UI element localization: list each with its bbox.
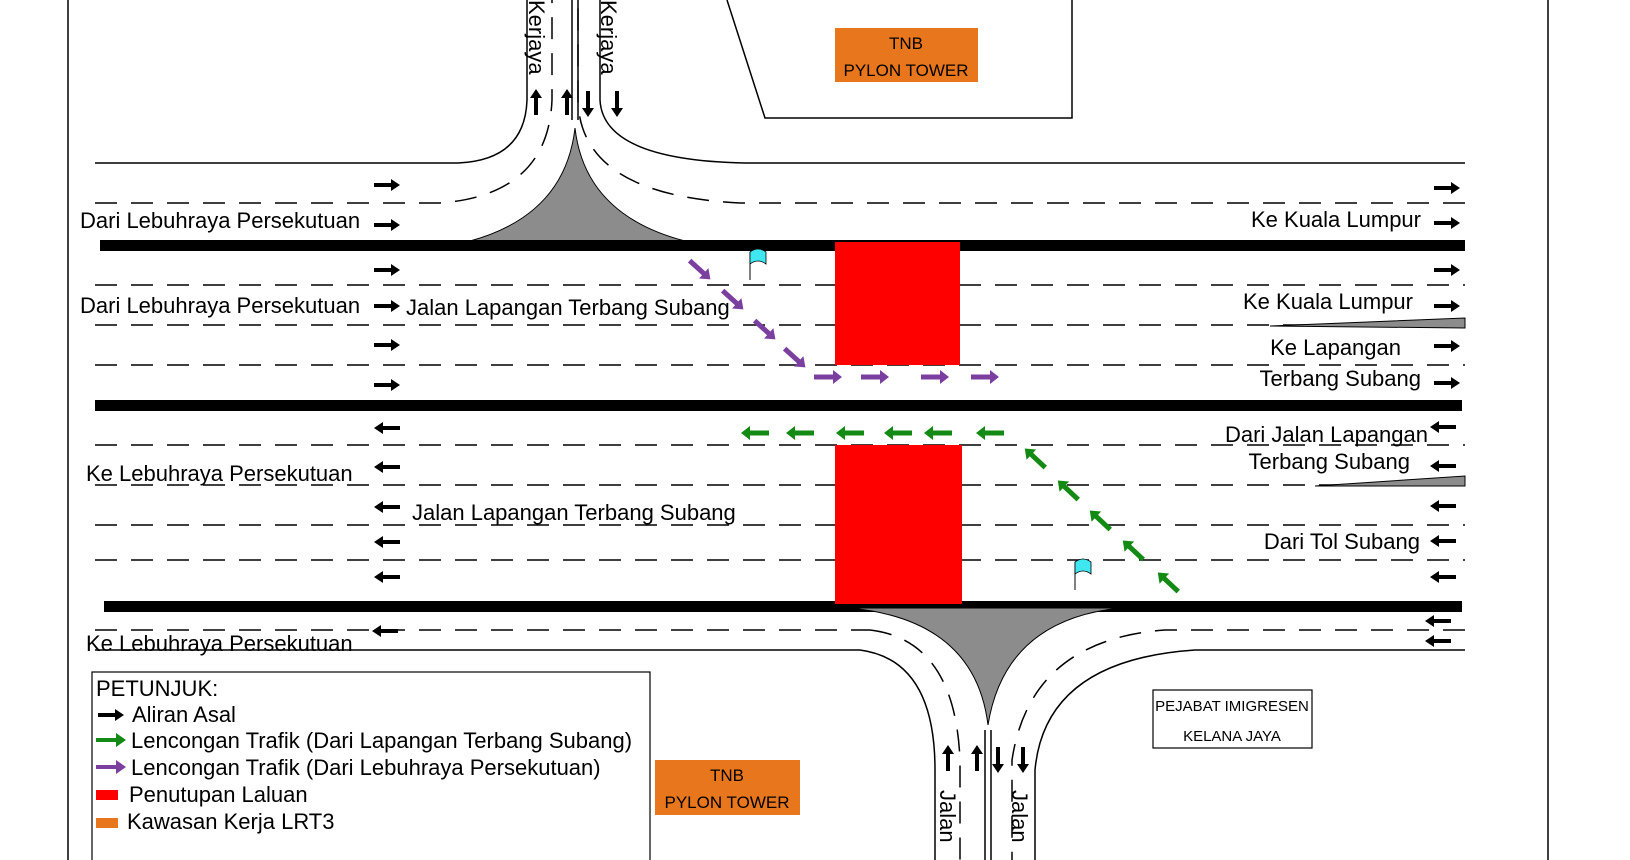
road-label: Dari Tol Subang [1264, 529, 1420, 554]
road-label: Ke Lebuhraya Persekutuan [86, 461, 353, 486]
road-label: Ke Lapangan [1270, 335, 1401, 360]
svg-text:TNB: TNB [889, 34, 923, 53]
road-edge [95, 0, 528, 164]
lane-marking [577, 0, 1465, 204]
tnb-pylon-bottom: TNB PYLON TOWER [655, 760, 800, 815]
legend-item: Aliran Asal [132, 702, 236, 727]
tnb-pylon-top: TNB PYLON TOWER [835, 28, 978, 82]
orange-square-icon [96, 818, 118, 828]
road-label: Terbang Subang [1249, 449, 1410, 474]
svg-text:PEJABAT IMIGRESEN: PEJABAT IMIGRESEN [1155, 698, 1309, 715]
taper [1314, 475, 1466, 487]
svg-text:TNB: TNB [710, 766, 744, 785]
lane-markings [95, 284, 1465, 561]
road-label: Ke Lebuhraya Persekutuan [86, 631, 353, 656]
pejabat-imigresen: PEJABAT IMIGRESEN KELANA JAYA [1152, 689, 1313, 749]
road-label: Jalan [935, 790, 960, 843]
traffic-island-top [469, 127, 686, 242]
legend-item: Lencongan Trafik (Dari Lapangan Terbang … [131, 728, 632, 753]
purple-arrow-icon [96, 760, 126, 774]
svg-text:KELANA JAYA: KELANA JAYA [1183, 728, 1281, 745]
svg-text:PYLON TOWER: PYLON TOWER [664, 793, 789, 812]
road-edge [599, 0, 1465, 164]
road-label: Jalan Lapangan Terbang Subang [406, 295, 730, 320]
red-square-icon [96, 790, 118, 800]
road-label: Kerjaya [524, 0, 549, 75]
green-arrow-icon [96, 733, 126, 747]
median-2 [95, 400, 1462, 411]
traffic-island-bottom [849, 607, 1121, 726]
legend-title: PETUNJUK: [96, 676, 218, 701]
road-label: Dari Lebuhraya Persekutuan [80, 293, 360, 318]
building-outline [726, 0, 1073, 119]
legend: PETUNJUK: Aliran Asal Lencongan Trafik (… [91, 671, 651, 860]
median-1 [100, 240, 1465, 251]
detour-green-arrows [741, 426, 1184, 597]
flag-icon [749, 248, 767, 280]
road-closure-1 [835, 242, 960, 365]
lane-marking [95, 0, 553, 204]
road-label: Ke Kuala Lumpur [1243, 289, 1413, 314]
median-3 [104, 601, 1462, 612]
road-label: Dari Lebuhraya Persekutuan [80, 208, 360, 233]
road-closure-2 [835, 445, 962, 604]
taper [1269, 317, 1466, 329]
legend-item: Penutupan Laluan [129, 782, 308, 807]
legend-item: Lencongan Trafik (Dari Lebuhraya Perseku… [131, 755, 601, 780]
road-label: Ke Kuala Lumpur [1251, 207, 1421, 232]
road-label: Jalan [1007, 790, 1032, 843]
legend-item: Kawasan Kerja LRT3 [127, 809, 335, 834]
road-label: Kerjaya [596, 0, 621, 75]
svg-text:PYLON TOWER: PYLON TOWER [843, 61, 968, 80]
road-label: Dari Jalan Lapangan [1225, 422, 1428, 447]
road-label: Terbang Subang [1260, 366, 1421, 391]
road-label: Jalan Lapangan Terbang Subang [412, 500, 736, 525]
flag-icon [1074, 558, 1092, 590]
